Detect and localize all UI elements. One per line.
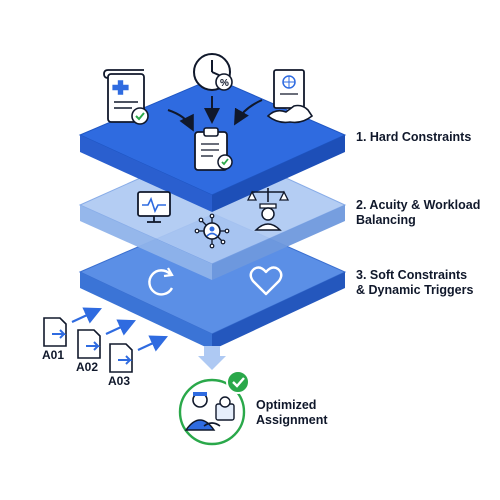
optimized-assignment-badge xyxy=(178,370,250,446)
assignment-a03-label: A03 xyxy=(108,374,131,388)
output-label: Optimized Assignment xyxy=(256,398,328,427)
layer-2-label: 2. Acuity & Workload Balancing xyxy=(356,198,481,227)
assignment-a02 xyxy=(77,329,101,359)
svg-text:%: % xyxy=(220,78,229,89)
layer-1-label: 1. Hard Constraints xyxy=(356,130,472,144)
scroll-document-icon xyxy=(103,69,149,125)
heart-icon xyxy=(249,266,283,296)
network-person-icon xyxy=(194,213,230,249)
arrow-a01 xyxy=(71,307,102,324)
down-connector-arrow xyxy=(198,346,226,370)
contract-handshake-icon xyxy=(266,69,314,124)
check-circle-icon xyxy=(226,370,250,394)
arrow-right-to-clipboard xyxy=(234,99,263,126)
layer-3-right-side xyxy=(212,272,345,350)
assignment-a01 xyxy=(43,317,67,347)
layer-2-left-side xyxy=(80,205,212,280)
nurse-patient-icon xyxy=(184,392,235,431)
layer-3-label: 3. Soft Constraints & Dynamic Triggers xyxy=(356,268,474,297)
assignment-a01-label: A01 xyxy=(42,348,65,362)
arrow-left-to-clipboard xyxy=(167,109,194,132)
layer-1-right-side xyxy=(212,135,345,212)
scales-nurse-icon xyxy=(246,188,290,231)
clock-percent-icon: % xyxy=(193,53,233,91)
layer-2-right-side xyxy=(212,205,345,280)
monitor-vitals-icon xyxy=(137,191,171,223)
assignment-a03 xyxy=(109,343,133,373)
refresh-cycle-icon xyxy=(148,267,174,296)
clipboard-check-icon xyxy=(194,127,233,171)
arrow-a02 xyxy=(105,319,136,336)
layer-3-left-side xyxy=(80,272,212,350)
arrow-a03 xyxy=(137,335,168,352)
assignment-a02-label: A02 xyxy=(76,360,99,374)
layer-1-left-side xyxy=(80,135,212,212)
